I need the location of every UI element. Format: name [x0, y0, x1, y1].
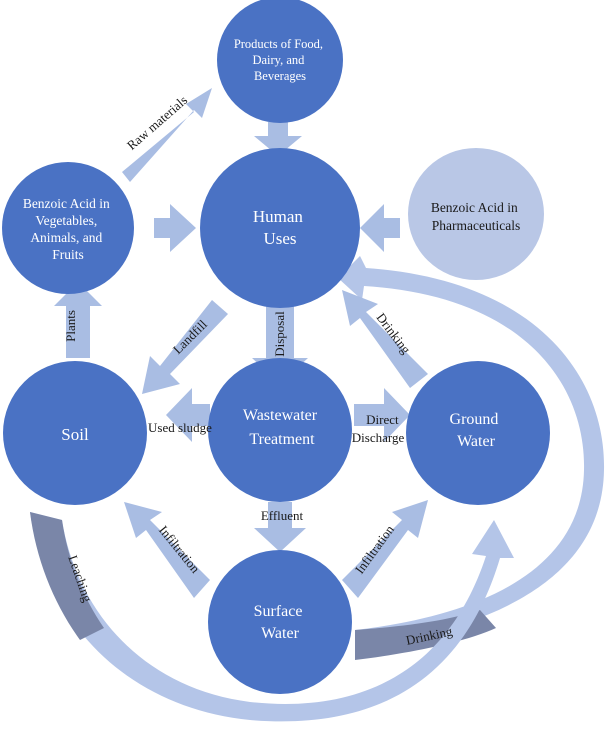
node-ground-water	[406, 361, 550, 505]
arrow-infiltration-ground	[342, 500, 428, 598]
node-products	[217, 0, 343, 123]
curve-leaching	[30, 512, 514, 722]
arrow-effluent	[254, 502, 306, 552]
curve-leaching-dark-segment	[30, 512, 104, 640]
label-effluent: Effluent	[261, 508, 304, 523]
label-wastewater: Wastewater Treatment	[243, 407, 321, 448]
label-surface-water: Surface Water	[254, 603, 307, 642]
arrow-infiltration-soil	[124, 502, 210, 598]
arrow-drinking-ground	[342, 290, 428, 388]
node-soil	[3, 361, 147, 505]
arrow-natural-to-human-uses	[154, 204, 196, 252]
node-benzoic-pharma	[408, 148, 544, 280]
node-surface-water	[208, 550, 352, 694]
label-products: Products of Food, Dairy, and Beverages	[234, 37, 326, 83]
node-human-uses	[200, 148, 360, 308]
label-soil: Soil	[61, 425, 89, 444]
label-human-uses: Human Uses	[253, 207, 307, 248]
node-wastewater	[208, 358, 352, 502]
label-benzoic-pharma: Benzoic Acid in Pharmaceuticals	[431, 200, 521, 233]
node-benzoic-natural	[2, 162, 134, 294]
label-used-sludge: Used sludge	[148, 420, 212, 435]
label-plants: Plants	[63, 310, 78, 342]
label-benzoic-natural: Benzoic Acid in Vegetables, Animals, and…	[23, 196, 113, 262]
arrow-pharma-to-human-uses	[360, 204, 400, 252]
label-ground-water: Ground Water	[450, 411, 503, 450]
arrow-products-to-human-uses	[254, 122, 302, 156]
label-direct-discharge: Direct Discharge	[352, 412, 405, 445]
arrow-landfill	[142, 300, 228, 394]
label-disposal: Disposal	[272, 311, 287, 357]
arrow-raw-materials	[122, 88, 212, 182]
arrow-used-sludge	[166, 388, 210, 442]
arrow-direct-discharge	[354, 388, 410, 442]
arrow-plants	[54, 282, 102, 358]
